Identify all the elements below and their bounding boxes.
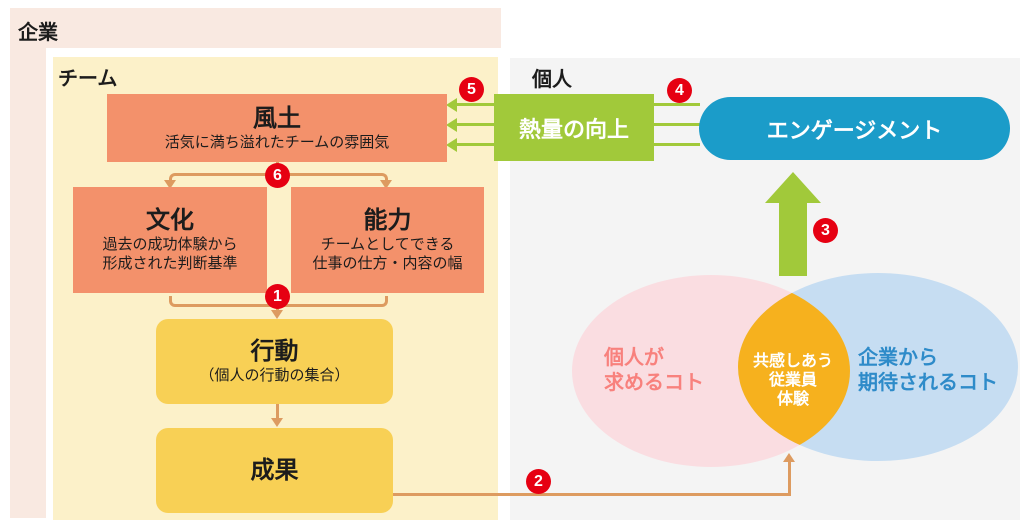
noryoku-desc-line1: チームとしてできる [320, 236, 455, 253]
venn-left-line2: 求めるコト [604, 372, 704, 394]
bunka-title: 文化 [146, 207, 194, 234]
venn-overlap-line3: 体験 [776, 391, 809, 408]
venn-right-line1: 企業から [858, 347, 938, 369]
green-line-engagement-to-netsuryo-1 [654, 103, 700, 106]
connector-seika-to-venn-horizontal [393, 493, 790, 496]
arrowhead-down-to-bunka [164, 180, 176, 189]
team-label: チーム [58, 68, 118, 90]
badge-4: 4 [667, 78, 692, 103]
kodo-desc: （個人の行動の集合） [199, 367, 350, 384]
green-line-netsuryo-to-fudo-2 [455, 123, 495, 126]
arrowhead-down-to-seika [271, 418, 283, 427]
badge-1: 1 [265, 284, 290, 309]
green-line-netsuryo-to-fudo-1 [455, 103, 495, 106]
netsuryo-box: 熱量の向上 [494, 94, 654, 161]
seika-box: 成果 [156, 428, 393, 513]
engagement-title: エンゲージメント [766, 117, 943, 143]
venn-right-line2: 期待されるコト [858, 372, 998, 394]
venn-overlap-line2: 従業員 [768, 372, 817, 389]
arrowhead-down-to-kodo [271, 310, 283, 319]
green-arrowhead-to-fudo-1 [446, 98, 457, 112]
individual-label: 個人 [532, 69, 572, 91]
venn-overlap-line1: 共感しあう [752, 353, 833, 370]
venn-right-label: 企業から 期待されるコト [858, 346, 1018, 396]
fudo-title: 風土 [253, 104, 301, 132]
green-arrowhead-to-fudo-3 [446, 138, 457, 152]
bunka-desc-line2: 形成された判断基準 [102, 255, 238, 272]
badge-2: 2 [526, 469, 551, 494]
arrowhead-down-to-noryoku [380, 180, 392, 189]
kodo-box: 行動 （個人の行動の集合） [156, 319, 393, 404]
bunka-desc-line1: 過去の成功体験から [102, 236, 238, 253]
connector-kodo-to-seika [276, 404, 279, 420]
fudo-box: 風土 活気に満ち溢れたチームの雰囲気 [107, 94, 447, 162]
green-line-netsuryo-to-fudo-3 [455, 143, 495, 146]
fudo-desc: 活気に満ち溢れたチームの雰囲気 [164, 133, 390, 151]
venn-overlap-lens [738, 275, 850, 461]
badge-6: 6 [265, 163, 290, 188]
noryoku-desc-line2: 仕事の仕方・内容の幅 [312, 255, 463, 272]
bunka-box: 文化 過去の成功体験から 形成された判断基準 [73, 187, 267, 293]
noryoku-box: 能力 チームとしてできる 仕事の仕方・内容の幅 [291, 187, 484, 293]
green-line-engagement-to-netsuryo-2 [654, 123, 700, 126]
venn-left-line1: 個人が [604, 347, 664, 369]
engagement-capsule: エンゲージメント [699, 97, 1010, 160]
company-label: 企業 [18, 22, 58, 44]
big-green-arrow-stem [779, 202, 807, 276]
arrowhead-up-to-venn [783, 453, 795, 462]
green-line-engagement-to-netsuryo-3 [654, 143, 700, 146]
venn-left-label: 個人が 求めるコト [604, 346, 764, 396]
green-arrowhead-to-fudo-2 [446, 118, 457, 132]
seika-title: 成果 [250, 456, 299, 484]
venn-diagram [572, 273, 1018, 467]
badge-5: 5 [459, 77, 484, 102]
venn-overlap-label: 共感しあう 従業員 体験 [733, 352, 853, 409]
noryoku-title: 能力 [363, 207, 412, 234]
big-green-arrow-head [765, 172, 821, 203]
badge-3: 3 [813, 218, 838, 243]
company-panel-left-strip [10, 8, 46, 518]
company-panel-top-band [10, 8, 501, 48]
kodo-title: 行動 [250, 338, 299, 365]
netsuryo-title: 熱量の向上 [518, 116, 629, 142]
connector-seika-to-venn-vertical [788, 461, 791, 496]
